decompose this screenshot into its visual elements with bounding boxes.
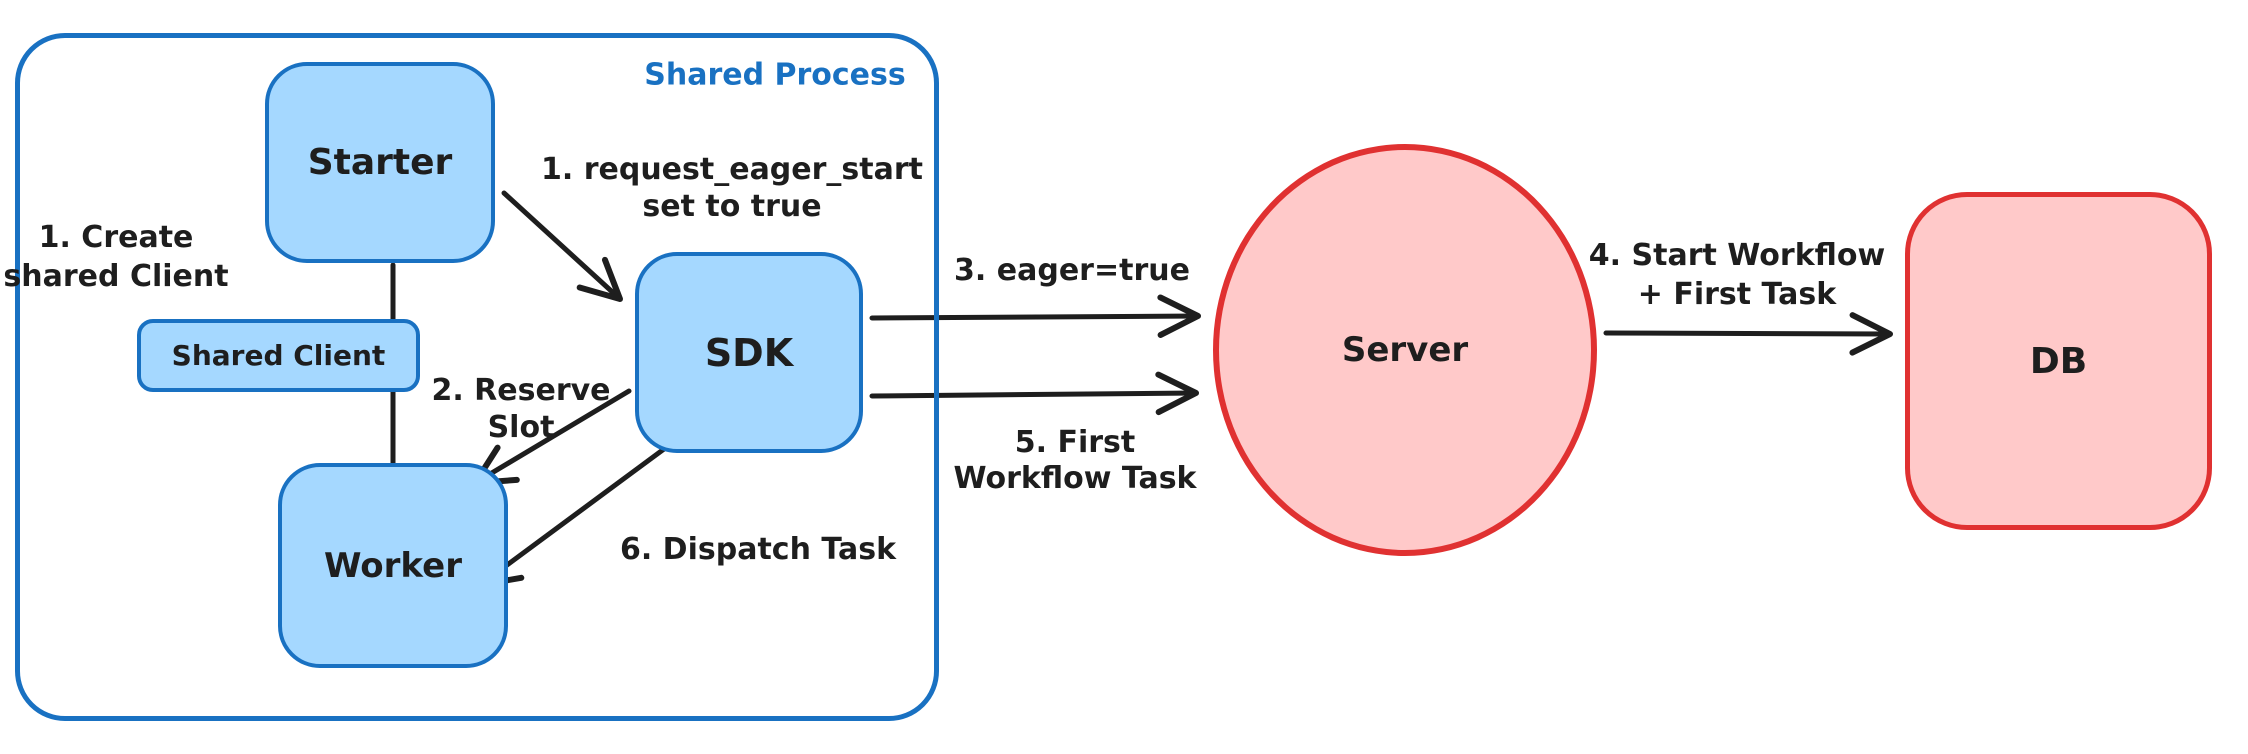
- annotation-first-workflow-task: 5. First Workflow Task: [953, 425, 1196, 497]
- shared-process-label: Shared Process: [644, 57, 906, 93]
- shared-client-node: Shared Client: [137, 319, 420, 392]
- worker-label: Worker: [324, 545, 462, 586]
- worker-node: Worker: [278, 463, 508, 668]
- annotation-create-client: 1. Create shared Client: [3, 218, 228, 296]
- annotation-line: 1. Create: [38, 220, 194, 255]
- annotation-line: set to true: [642, 189, 822, 224]
- db-node: DB: [1905, 192, 2212, 530]
- annotation-line: Slot: [487, 410, 555, 445]
- starter-node: Starter: [265, 62, 495, 263]
- annotation-line: shared Client: [3, 259, 229, 294]
- arrow-dispatch-task: [477, 446, 667, 588]
- annotation-line: + First Task: [1637, 277, 1837, 312]
- arrow-reserve-slot: [471, 388, 632, 486]
- starter-label: Starter: [307, 142, 453, 183]
- shared-process-container: [15, 33, 939, 721]
- annotation-line: 1. request_eager_start: [540, 152, 924, 187]
- annotation-line: 5. First: [1014, 425, 1136, 460]
- arrow-request-eager-start: [501, 190, 623, 302]
- annotation-start-workflow: 4. Start Workflow + First Task: [1589, 236, 1885, 314]
- annotation-line: 3. eager=true: [954, 253, 1190, 288]
- annotation-eager-true: 3. eager=true: [954, 252, 1190, 290]
- annotation-reserve-slot: 2. Reserve Slot: [431, 372, 610, 446]
- sdk-label: SDK: [704, 330, 794, 375]
- server-node: Server: [1213, 144, 1597, 556]
- shared-client-label: Shared Client: [171, 339, 386, 372]
- annotation-dispatch-task: 6. Dispatch Task: [620, 531, 896, 569]
- annotation-line: 2. Reserve: [431, 373, 611, 408]
- annotation-line: 4. Start Workflow: [1588, 238, 1886, 273]
- sdk-node: SDK: [635, 252, 863, 453]
- arrow-start-workflow: [1603, 312, 1893, 356]
- annotation-request-eager-start: 1. request_eager_start set to true: [541, 151, 923, 225]
- db-label: DB: [2029, 340, 2088, 382]
- arrow-first-workflow-task: [869, 371, 1199, 416]
- arrow-eager-true: [869, 294, 1201, 338]
- server-label: Server: [1341, 330, 1469, 370]
- annotation-line: Workflow Task: [953, 461, 1197, 496]
- annotation-line: 6. Dispatch Task: [619, 532, 897, 567]
